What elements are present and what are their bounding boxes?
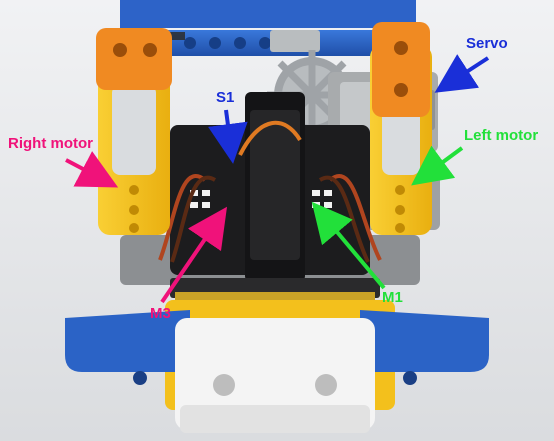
- white-front-block: [175, 318, 375, 433]
- arrow-left-motor: [411, 145, 464, 186]
- arrow-s1: [208, 109, 248, 164]
- edge-connector: [170, 278, 380, 302]
- arrow-right-motor: [65, 151, 119, 188]
- label-left-motor: Left motor: [464, 127, 538, 144]
- blue-top-box: [120, 0, 416, 28]
- right-yellow-frame: [370, 22, 432, 235]
- arrow-m3: [160, 206, 228, 304]
- label-servo: Servo: [466, 35, 508, 52]
- label-right-motor: Right motor: [8, 135, 93, 152]
- top-beam: [120, 30, 420, 56]
- label-m1: M1: [382, 289, 403, 306]
- blue-bumper: [65, 310, 489, 385]
- arrow-m1: [311, 201, 386, 290]
- label-s1: S1: [216, 89, 234, 106]
- left-yellow-frame: [96, 28, 172, 235]
- label-m3: M3: [150, 305, 171, 322]
- arrow-servo: [434, 54, 490, 93]
